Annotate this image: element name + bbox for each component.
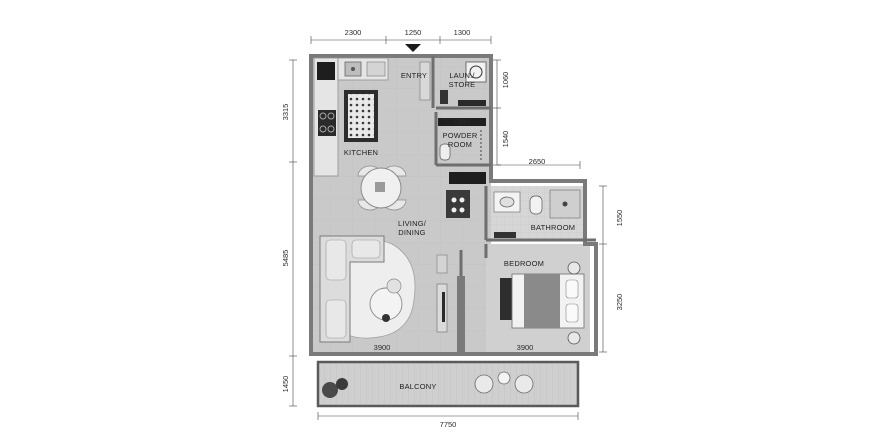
service-fixtures xyxy=(419,61,487,218)
label-entry: ENTRY xyxy=(401,71,427,80)
burner-icon xyxy=(327,112,335,120)
balcony-chair xyxy=(514,374,534,394)
sink-drain-icon xyxy=(351,67,355,71)
dim-bed-height: 3250 xyxy=(615,294,624,311)
label-powder-1: POWDER xyxy=(443,131,478,140)
bath-mat xyxy=(494,232,516,238)
pillow xyxy=(565,303,579,323)
light-icon xyxy=(459,207,465,213)
wardrobe xyxy=(446,190,470,218)
label-living-2: DINING xyxy=(398,228,425,237)
laundry-shelf xyxy=(458,100,486,106)
room-labels: ENTRY LAUN./ STORE POWDER ROOM KITCHEN L… xyxy=(344,71,575,391)
cabinet xyxy=(436,254,448,274)
dim-top-right: 1300 xyxy=(454,28,471,37)
tv xyxy=(442,292,445,322)
burner-icon xyxy=(319,125,327,133)
balcony-chair xyxy=(474,374,494,394)
light-icon xyxy=(451,207,457,213)
washer xyxy=(465,61,487,83)
balcony-floor xyxy=(318,362,578,406)
dimension-lines xyxy=(289,36,607,420)
fridge xyxy=(317,62,335,80)
plant-icon xyxy=(336,378,348,390)
bed-blanket xyxy=(524,274,560,328)
label-balcony: BALCONY xyxy=(399,382,436,391)
entry-arrow-icon xyxy=(405,44,421,52)
bath-toilet xyxy=(529,195,543,215)
entry-cabinet xyxy=(419,61,431,101)
balcony-furniture xyxy=(322,371,534,398)
laundry-bench xyxy=(440,90,448,104)
label-powder-2: ROOM xyxy=(448,140,472,149)
light-icon xyxy=(451,197,457,203)
bedroom-furniture xyxy=(500,261,585,345)
balcony-table xyxy=(497,371,511,385)
burner-icon xyxy=(327,125,335,133)
nightstand-lamp-icon xyxy=(567,261,581,275)
dimension-labels: 2300 1250 1300 1060 1350 1540 2650 1550 … xyxy=(281,28,624,429)
dim-top-mid: 1250 xyxy=(405,28,422,37)
bed-runner xyxy=(500,278,512,320)
sofa-cushion xyxy=(351,239,381,259)
toilet xyxy=(439,143,451,161)
dim-living-width: 3900 xyxy=(374,343,391,352)
side-table xyxy=(386,278,402,294)
sofa-cushion xyxy=(325,239,347,281)
cooktop xyxy=(318,110,336,136)
dim-bed-width: 3900 xyxy=(517,343,534,352)
bathroom-fixtures xyxy=(493,189,581,238)
dim-kitchen-height: 3315 xyxy=(281,104,290,121)
label-bathroom: BATHROOM xyxy=(531,223,575,232)
light-icon xyxy=(459,197,465,203)
dim-balcony-height: 1450 xyxy=(281,376,290,393)
label-living-1: LIVING/ xyxy=(398,219,427,228)
vanity xyxy=(438,118,486,126)
pillow xyxy=(565,279,579,299)
plant-icon xyxy=(382,314,390,322)
walls xyxy=(309,54,598,408)
wardrobe-top xyxy=(449,172,486,184)
washer-drum-icon xyxy=(469,65,483,79)
burner-icon xyxy=(319,112,327,120)
kitchen-shelf xyxy=(366,61,386,77)
nightstand-lamp-icon xyxy=(567,331,581,345)
dim-living-height: 5485 xyxy=(281,250,290,267)
dining-set xyxy=(357,165,407,211)
dim-laundry-height: 1060 xyxy=(501,72,510,89)
basin-icon xyxy=(499,196,515,208)
kitchen-fixtures xyxy=(313,57,389,177)
dim-powder-width: 1350 xyxy=(453,117,470,126)
label-bedroom: BEDROOM xyxy=(504,259,544,268)
label-laundry-2: STORE xyxy=(449,80,476,89)
dim-top-left: 2300 xyxy=(345,28,362,37)
dim-powder-height: 1540 xyxy=(501,131,510,148)
shower-drain-icon xyxy=(562,201,568,207)
living-furniture xyxy=(319,235,448,343)
label-laundry-1: LAUN./ xyxy=(449,71,475,80)
dim-bath-width: 2650 xyxy=(529,157,546,166)
table-centerpiece xyxy=(375,182,385,192)
plant-icon xyxy=(322,382,338,398)
kitchen-rug-pattern xyxy=(348,94,374,138)
label-kitchen: KITCHEN xyxy=(344,148,378,157)
sofa-cushion xyxy=(325,299,347,339)
dim-total-width: 7750 xyxy=(440,420,457,429)
dim-bath-height: 1550 xyxy=(615,210,624,227)
